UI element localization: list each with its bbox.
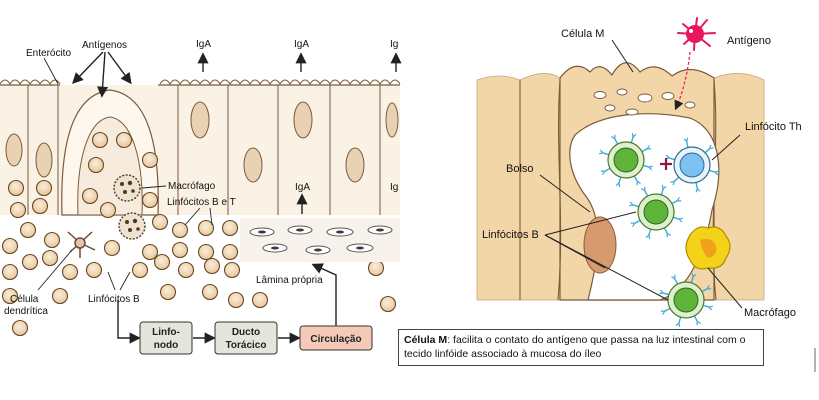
lymphocyte-cell xyxy=(1,263,19,281)
label-linfocitos-b-left: Linfócitos B xyxy=(88,294,140,305)
label-bolso: Bolso xyxy=(506,163,534,175)
lymphocyte-cell xyxy=(9,201,27,219)
label-antigeno: Antígeno xyxy=(727,35,771,47)
label-linfocitos-b-right: Linfócitos B xyxy=(482,229,539,241)
label-celula-m: Célula M xyxy=(561,28,604,40)
label-iga-3: Ig xyxy=(390,39,398,50)
macrophage-yellow xyxy=(685,226,731,270)
lymphocyte-cell xyxy=(221,243,239,261)
lymphocyte-cell xyxy=(31,197,49,215)
lymphocyte-cell xyxy=(201,283,219,301)
m-cell-nucleus xyxy=(583,216,617,274)
label-iga-2: IgA xyxy=(294,39,309,50)
flow-box-circulacao: Circulação xyxy=(299,325,373,351)
label-iga-1: IgA xyxy=(196,39,211,50)
lymphocyte-cell xyxy=(11,319,29,337)
lymphocyte-cell xyxy=(41,249,59,267)
antigen-particle xyxy=(677,17,716,51)
label-lamina-propria: Lâmina própria xyxy=(256,275,323,286)
lymphocyte-cell xyxy=(51,287,69,305)
label-dendritica: dendrítica xyxy=(4,306,48,317)
lymphocyte-cell xyxy=(141,151,159,169)
lymphocyte-cell xyxy=(131,261,149,279)
caption-text: : facilita o contato do antígeno que pas… xyxy=(404,334,746,360)
caption-box: Célula M: facilita o contato do antígeno… xyxy=(398,329,764,366)
lymphocyte-cell xyxy=(43,231,61,249)
flow-box-linfonodo-line2: nodo xyxy=(154,340,178,351)
lymphocyte-cell xyxy=(21,253,39,271)
b-lymphocyte-1 xyxy=(599,133,653,187)
lymphocyte-cell xyxy=(197,219,215,237)
lymphocyte-cell xyxy=(151,213,169,231)
lymphocyte-cell xyxy=(141,191,159,209)
label-iga-mid-cut: Ig xyxy=(390,182,398,193)
lymphocyte-cell xyxy=(171,221,189,239)
label-linfocito-th: Linfócito Th xyxy=(745,121,802,133)
lymphocyte-cell xyxy=(159,283,177,301)
lymphocyte-cell xyxy=(177,261,195,279)
label-linfocitos-bt: Linfócitos B e T xyxy=(167,197,236,208)
macrophage-cell-1 xyxy=(113,174,141,202)
lymphocyte-cell xyxy=(367,259,385,277)
flow-box-circulacao-label: Circulação xyxy=(310,334,361,345)
lymphocyte-cell xyxy=(81,187,99,205)
lymphocyte-cell xyxy=(227,291,245,309)
lymphocyte-cell xyxy=(203,257,221,275)
left-histology-panel: Linfo- nodo Ducto Torácico Circulação En… xyxy=(0,39,402,355)
lymphocyte-cell xyxy=(379,295,397,313)
lymphocyte-cell xyxy=(153,253,171,271)
label-macrofago-right: Macrófago xyxy=(744,307,796,319)
lymphocyte-cell xyxy=(99,201,117,219)
lymphocyte-cell xyxy=(221,219,239,237)
lymphocyte-cell xyxy=(91,131,109,149)
right-m-cell-panel: Célula M Antígeno Linfócito Th Bolso Lin… xyxy=(476,17,816,372)
lamina-propria-vessel xyxy=(240,218,400,262)
lymphocyte-cell xyxy=(251,291,269,309)
lymphocyte-cell xyxy=(61,263,79,281)
lymphocyte-cell xyxy=(87,156,105,174)
label-enterocito: Enterócito xyxy=(26,48,71,59)
label-iga-mid: IgA xyxy=(295,182,310,193)
lymphocyte-cell xyxy=(141,243,159,261)
lymphocyte-cell xyxy=(1,237,19,255)
lymphocyte-cell xyxy=(115,131,133,149)
flow-box-ducto-line2: Torácico xyxy=(226,340,267,351)
b-lymphocyte-2 xyxy=(629,185,683,239)
flow-box-linfonodo: Linfo- nodo xyxy=(139,321,193,355)
dendritic-cell xyxy=(67,231,96,258)
th-lymphocyte xyxy=(665,137,719,193)
caption-title: Célula M xyxy=(404,334,448,346)
lymphocyte-cell xyxy=(19,221,37,239)
lymphocyte-cell xyxy=(85,261,103,279)
label-celula: Célula xyxy=(10,294,39,305)
flow-box-linfonodo-line1: Linfo- xyxy=(152,327,180,338)
lymphocyte-cell xyxy=(171,241,189,259)
lymphocyte-cell xyxy=(223,261,241,279)
label-antigenos: Antígenos xyxy=(82,40,127,51)
macrophage-cell-2 xyxy=(118,212,146,240)
b-lymphocyte-3 xyxy=(659,273,713,327)
flow-box-ducto-line1: Ducto xyxy=(232,327,260,338)
lymphocyte-cell xyxy=(35,179,53,197)
lymphocyte-cell xyxy=(1,287,19,305)
label-macrofago-left: Macrófago xyxy=(168,181,216,192)
lymphocyte-cell xyxy=(197,243,215,261)
lymphocyte-cell xyxy=(7,179,25,197)
lymphocyte-cell xyxy=(103,239,121,257)
flow-box-ducto-toracico: Ducto Torácico xyxy=(214,321,278,355)
